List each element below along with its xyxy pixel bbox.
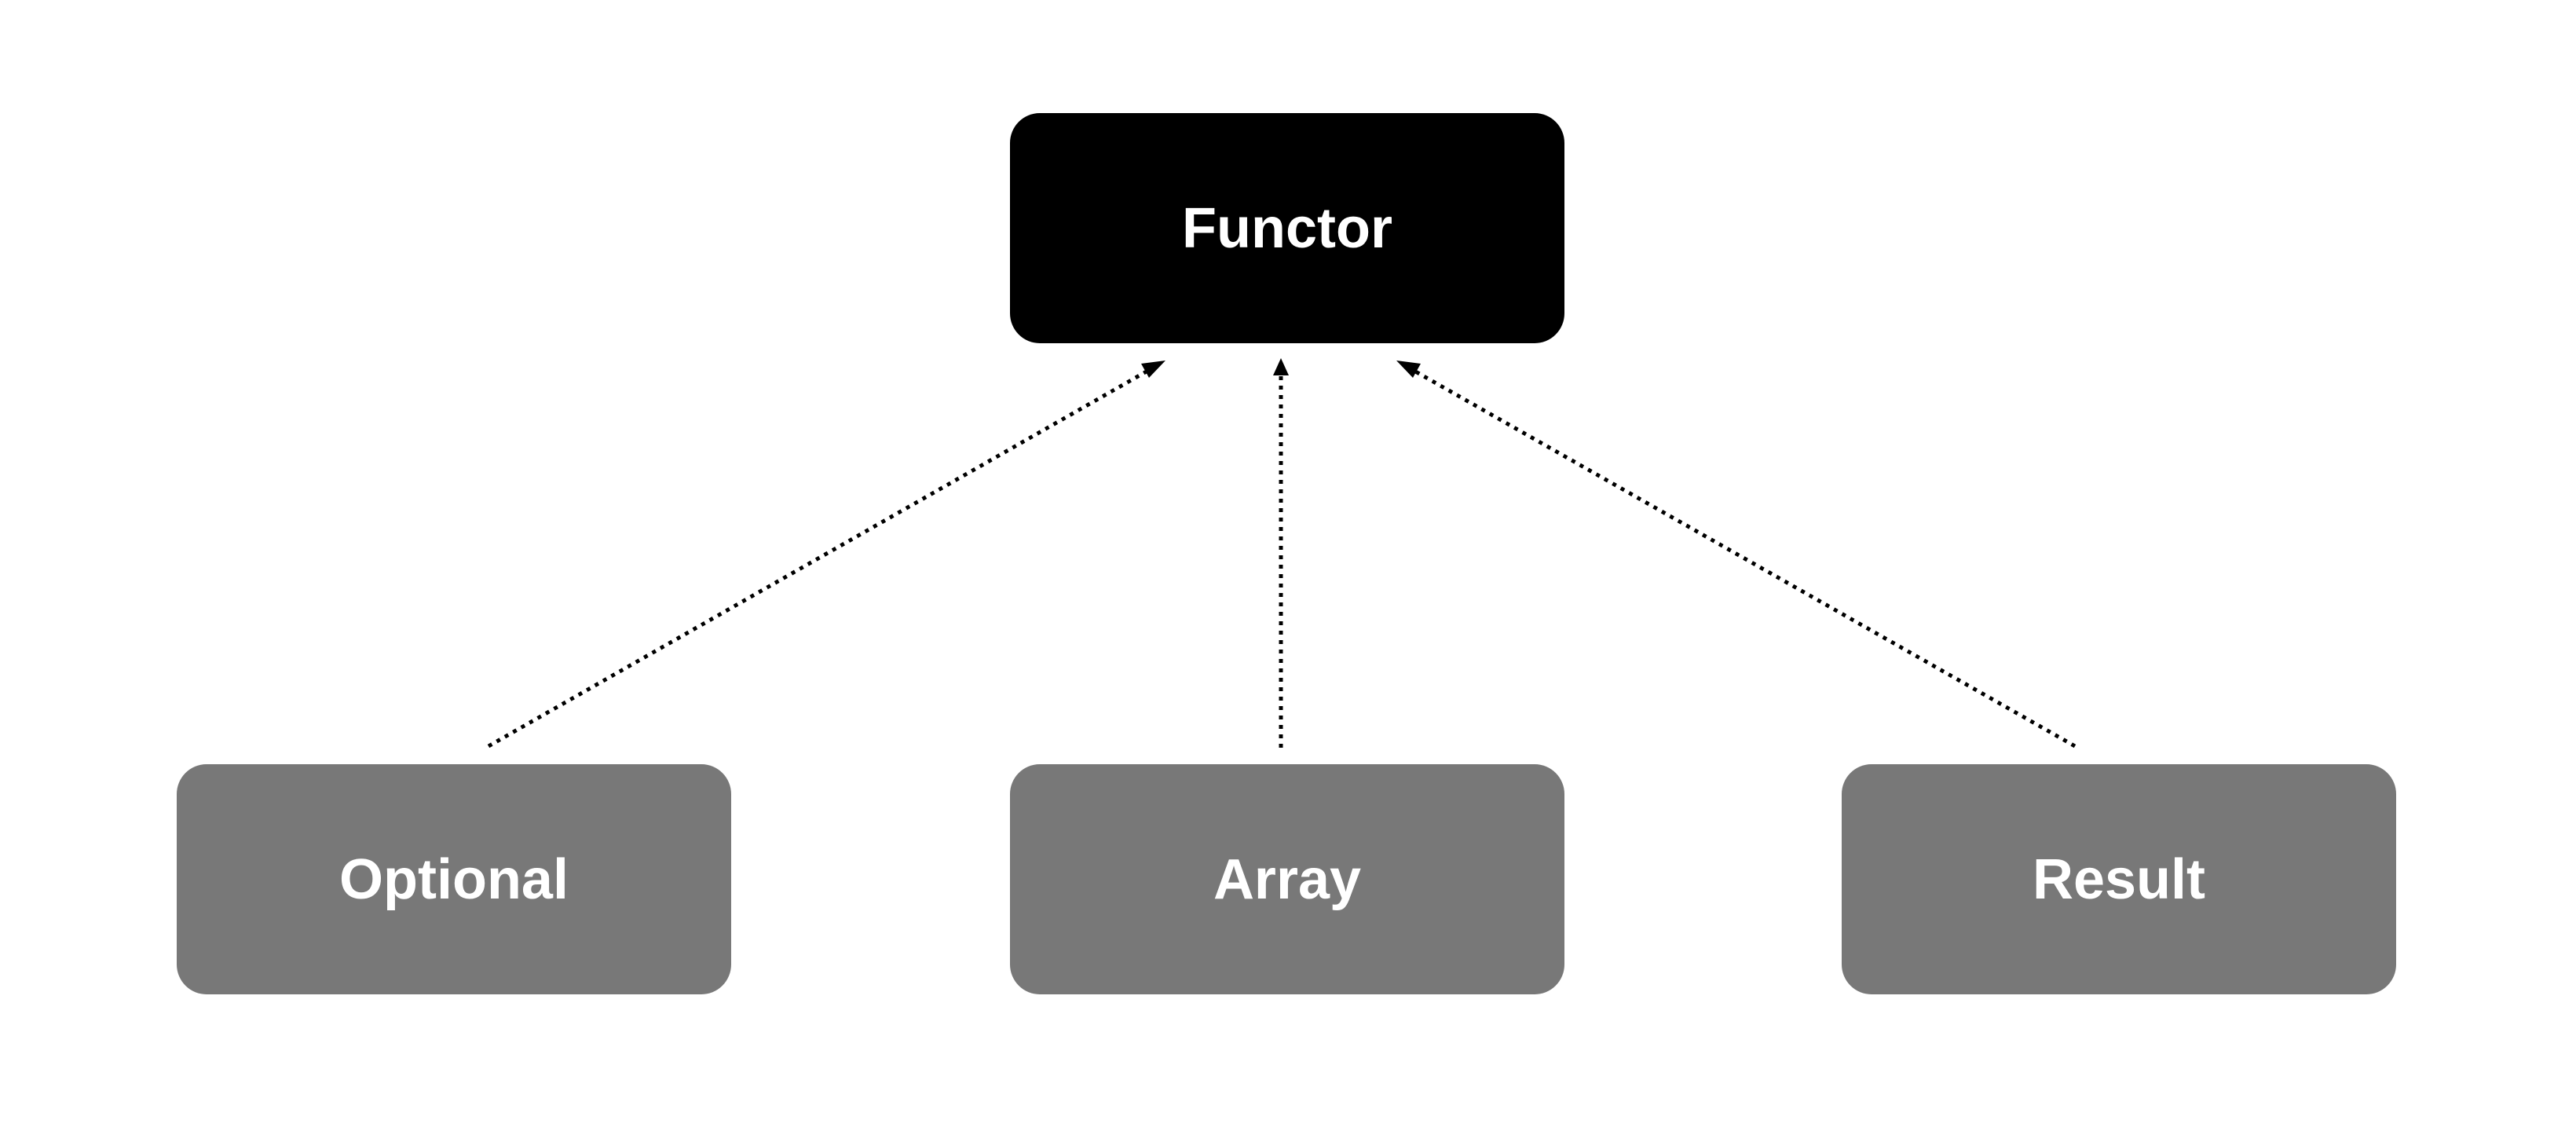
array-node: Array — [1010, 764, 1564, 994]
arrowhead-optional-edge — [1141, 361, 1165, 378]
optional-node: Optional — [177, 764, 731, 994]
result-label: Result — [2032, 847, 2206, 911]
functor-node: Functor — [1010, 113, 1564, 343]
arrowhead-result-edge — [1396, 361, 1421, 378]
functor-label: Functor — [1182, 196, 1392, 260]
edge-optional-to-functor — [487, 367, 1152, 749]
array-label: Array — [1213, 847, 1362, 911]
arrowhead-array-edge — [1273, 358, 1289, 375]
result-node: Result — [1842, 764, 2396, 994]
edge-result-to-functor — [1410, 367, 2077, 749]
optional-label: Optional — [339, 847, 569, 911]
